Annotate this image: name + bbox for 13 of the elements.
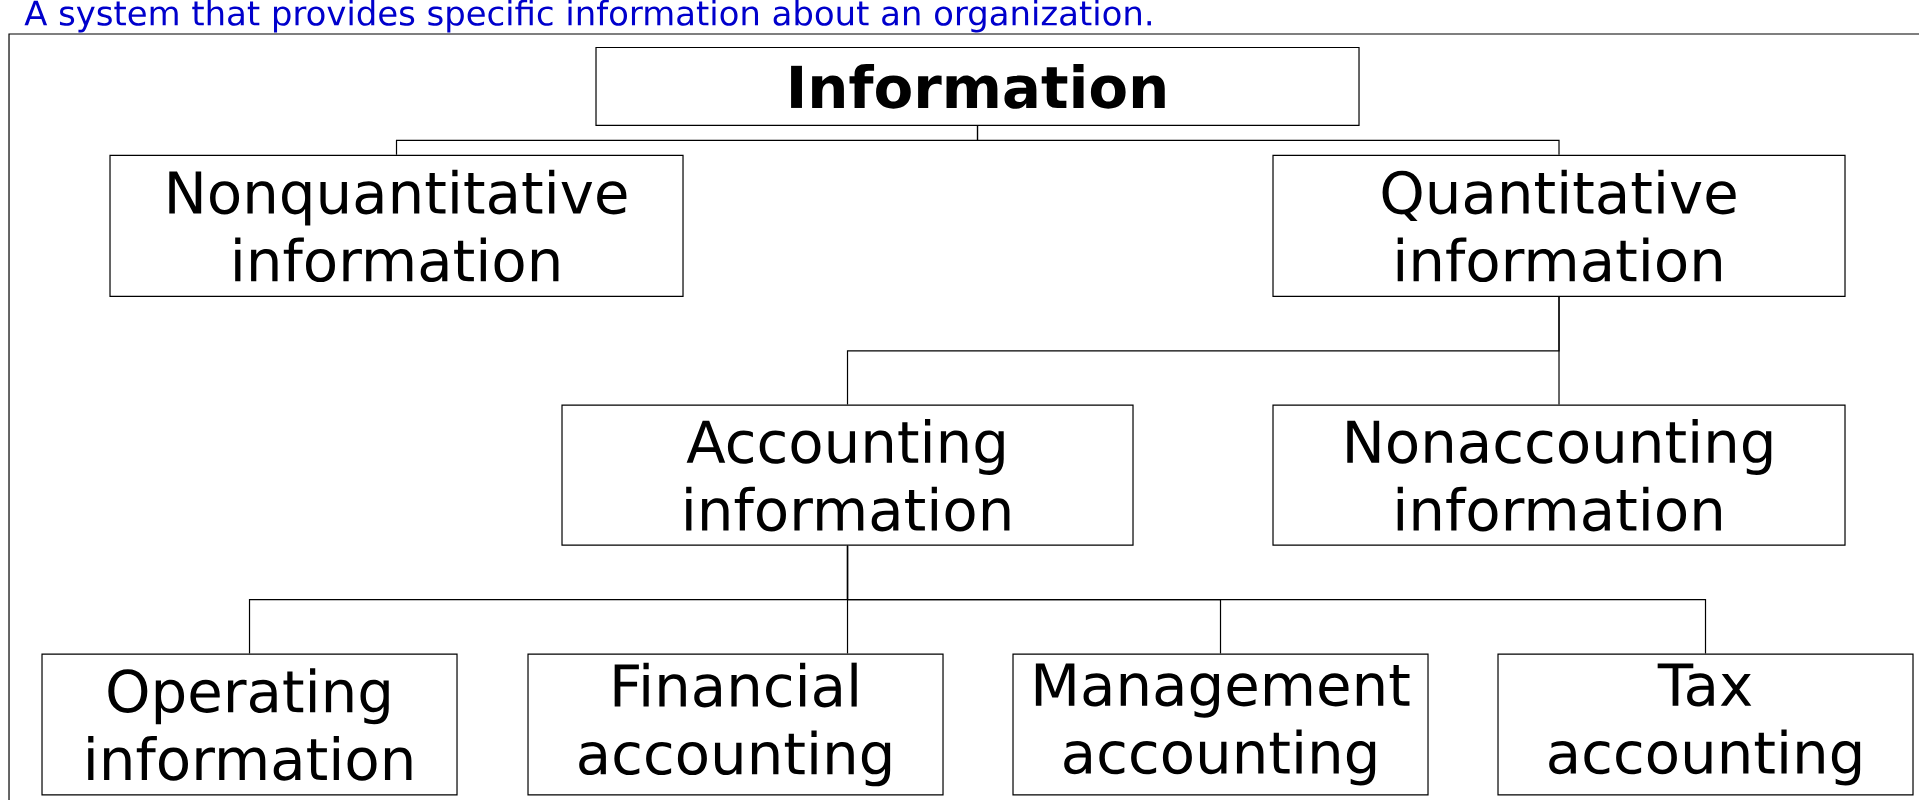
box: Quantitative information <box>1272 154 1846 297</box>
box: Information <box>595 46 1360 126</box>
box: Management accounting <box>1012 653 1429 796</box>
box: Nonquantitative information <box>109 154 684 297</box>
box: Accounting information <box>561 404 1134 546</box>
box: Financial accounting <box>527 653 944 796</box>
box: Tax accounting <box>1497 653 1914 796</box>
box: Operating information <box>41 653 458 796</box>
connector-line <box>846 545 1707 655</box>
box: Nonaccounting information <box>1272 404 1846 546</box>
connector-line <box>976 125 1560 156</box>
title: A system that provides specific information about an organization. <box>24 0 1151 33</box>
connector-line <box>1558 296 1560 406</box>
